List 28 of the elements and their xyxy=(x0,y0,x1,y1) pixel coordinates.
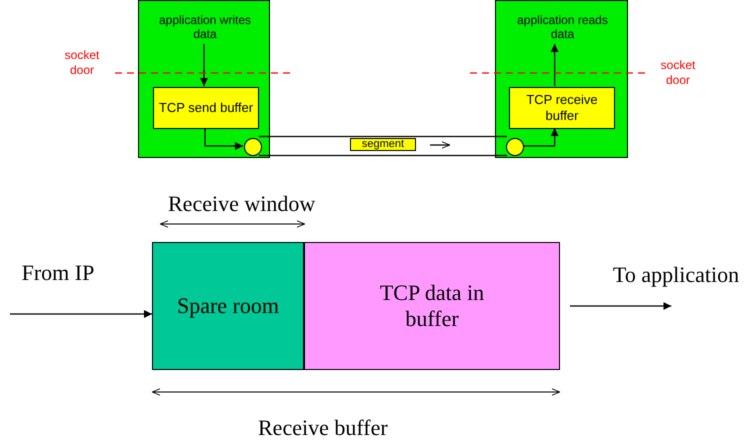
node-label: TCP data in buffer xyxy=(378,280,486,332)
arrow xyxy=(570,302,672,310)
node-label: Spare room xyxy=(176,292,280,320)
socket-circle xyxy=(244,138,262,156)
arrow xyxy=(10,310,152,318)
source-label: From IP xyxy=(8,260,108,314)
buffer-box xyxy=(153,87,259,129)
destination-label: To application xyxy=(598,262,754,306)
dimension-label: Receive buffer xyxy=(258,414,388,440)
node-label: application reads data xyxy=(506,13,619,45)
arrow xyxy=(200,44,208,86)
node-label: TCP send buffer xyxy=(158,100,254,116)
dimension-label: Receive window xyxy=(168,190,316,218)
node-label: application writes data xyxy=(149,13,261,45)
host-box xyxy=(138,0,270,158)
arrow xyxy=(204,128,243,150)
pipe-line xyxy=(258,136,508,156)
arrow xyxy=(523,128,559,147)
socket-label: socket door xyxy=(64,48,100,78)
buffered-data-block xyxy=(304,242,560,370)
node-label: TCP receive buffer xyxy=(525,92,599,124)
arrow xyxy=(550,44,559,86)
edge-label: segment xyxy=(350,138,416,151)
spare-room-block xyxy=(152,242,304,370)
socket-label: socket door xyxy=(660,58,696,88)
buffer-box xyxy=(509,87,615,129)
socket-circle xyxy=(506,138,524,156)
host-box xyxy=(495,0,628,158)
